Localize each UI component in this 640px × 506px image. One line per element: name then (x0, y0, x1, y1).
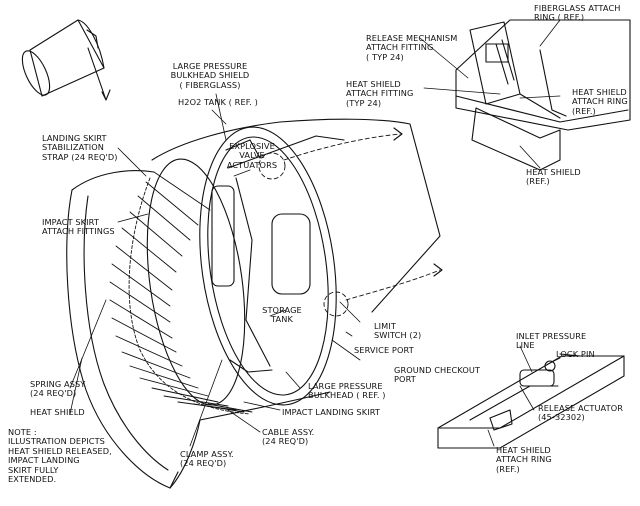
label-release-actuator: RELEASE ACTUATOR (45-32302) (538, 403, 624, 423)
heat-shield-main (66, 170, 201, 489)
capsule-body (146, 118, 441, 421)
label-clamp-assy: CLAMP ASSY. (24 REQ'D) (180, 449, 234, 469)
label-lock-pin: LOCK PIN (556, 349, 595, 359)
label-landing-skirt-strap: LANDING SKIRT STABILIZATION STRAP (24 RE… (42, 133, 118, 162)
leader-lines (69, 19, 561, 447)
detail-release-actuator (437, 353, 625, 449)
label-h2o2-tank: H2O2 TANK ( REF. ) (178, 97, 258, 107)
label-release-mechanism-attach-fitting: RELEASE MECHANISM ATTACH FITTING ( TYP 2… (366, 33, 458, 62)
label-fiberglass-attach-ring: FIBERGLASS ATTACH RING ( REF.) (534, 3, 621, 23)
label-impact-landing-skirt: IMPACT LANDING SKIRT (282, 407, 381, 417)
label-cable-assy: CABLE ASSY. (24 REQ'D) (262, 427, 315, 447)
arrow-top (393, 127, 403, 141)
label-heat-shield-attach-ring-bottom: HEAT SHIELD ATTACH RING (REF.) (496, 445, 552, 474)
label-heat-shield: HEAT SHIELD (30, 407, 85, 417)
arrow-bottom (433, 263, 443, 277)
label-inlet-pressure-line: INLET PRESSURE LINE (516, 331, 587, 351)
label-impact-skirt-attach-fittings: IMPACT SKIRT ATTACH FITTINGS (42, 217, 115, 237)
label-large-pressure-bulkhead-shield: LARGE PRESSURE BULKHEAD SHIELD ( FIBERGL… (170, 61, 250, 90)
label-ground-checkout-port: GROUND CHECKOUT PORT (394, 365, 481, 385)
label-storage-tank: STORAGE TANK (262, 305, 302, 325)
label-large-pressure-bulkhead: LARGE PRESSURE BULKHEAD ( REF. ) (308, 381, 386, 401)
note-text: NOTE : ILLUSTRATION DEPICTS HEAT SHIELD … (8, 427, 112, 485)
label-heat-shield-attach-fitting: HEAT SHIELD ATTACH FITTING (TYP 24) (346, 79, 414, 108)
label-limit-switch: LIMIT SWITCH (2) (374, 321, 422, 341)
capsule-thumbnail (21, 19, 111, 101)
label-heat-shield-ref: HEAT SHIELD (REF.) (526, 167, 581, 187)
label-spring-assy: SPRING ASSY. (24 REQ'D) (30, 379, 87, 399)
detail-callout-lines (258, 133, 441, 317)
label-explosive-valve-actuators: EXPLOSIVE VALVE ACTUATORS (226, 141, 278, 170)
impact-skirt-springs (109, 171, 253, 415)
label-heat-shield-attach-ring-top: HEAT SHIELD ATTACH RING (REF.) (572, 87, 628, 116)
label-service-port: SERVICE PORT (354, 345, 414, 355)
